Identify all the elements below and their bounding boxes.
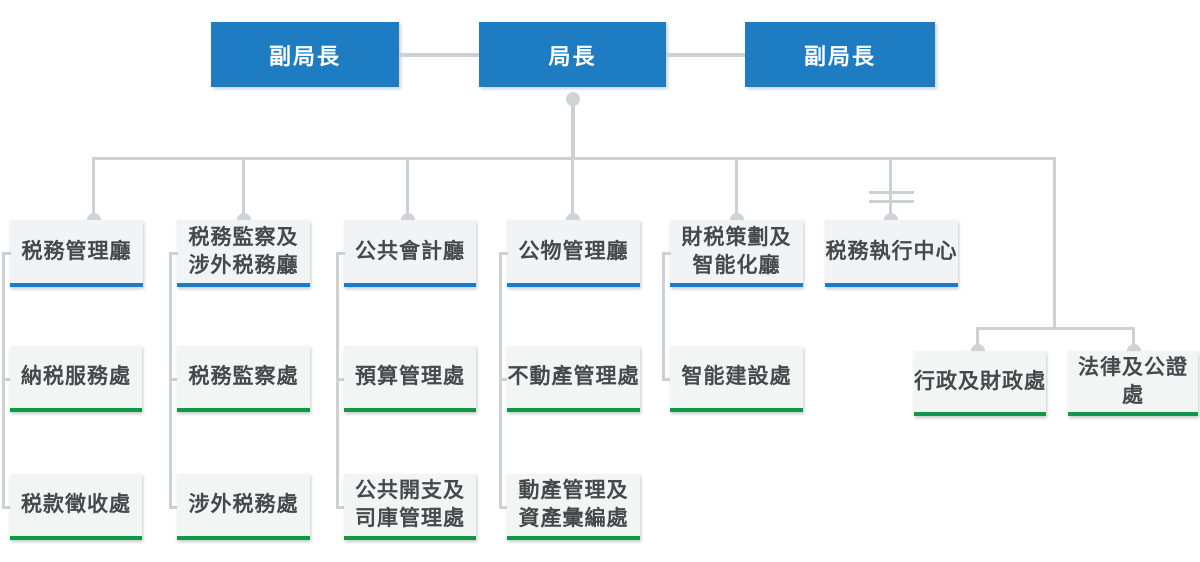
dept-box-tax-inspection-external: 税務監察及 涉外税務廳 (177, 220, 310, 287)
connector-line (666, 53, 745, 57)
dept-box-tax-administration: 税務管理廳 (10, 220, 143, 287)
connector-line (499, 506, 508, 509)
connector-line (662, 252, 671, 255)
connector-line (336, 252, 345, 255)
unit-box-legal-notary: 法律及公證處 (1068, 351, 1198, 416)
connector-line (735, 157, 738, 220)
connector-line (499, 252, 508, 255)
exec-box-deputy-director-left: 副局長 (211, 22, 399, 87)
connector-line (889, 157, 892, 220)
double-bar-symbol (869, 200, 914, 203)
dept-box-tax-enforcement-center: 税務執行中心 (825, 220, 958, 287)
connector-line (169, 378, 178, 381)
connector-line (399, 53, 479, 57)
connector-line (662, 252, 665, 381)
connector-line (1053, 157, 1056, 329)
connector-line (2, 378, 11, 381)
dept-box-public-property: 公物管理廳 (507, 220, 640, 287)
double-bar-symbol (869, 191, 914, 194)
unit-box-taxpayer-services: 納税服務處 (10, 346, 142, 412)
connector-line (94, 157, 1056, 160)
connector-line (169, 506, 178, 509)
connector-line (1132, 327, 1135, 351)
dept-box-fiscal-planning-intelligence: 財税策劃及 智能化廳 (670, 220, 803, 287)
connector-line (169, 252, 178, 255)
connector-line (976, 327, 1135, 330)
unit-box-tax-collection: 税款徵收處 (10, 474, 142, 540)
unit-box-tax-inspection: 税務監察處 (177, 346, 310, 412)
connector-line (336, 506, 345, 509)
unit-box-external-tax: 涉外税務處 (177, 474, 310, 540)
connector-dot (566, 92, 580, 106)
exec-box-deputy-director-right: 副局長 (745, 22, 935, 87)
unit-box-movable-assets-inventory: 動產管理及 資產彙編處 (507, 474, 640, 540)
exec-box-director: 局長 (479, 22, 666, 87)
unit-box-real-estate-management: 不動產管理處 (507, 346, 640, 412)
unit-box-budget-management: 預算管理處 (344, 346, 476, 412)
connector-line (662, 378, 671, 381)
connector-line (499, 378, 508, 381)
connector-line (976, 327, 979, 351)
connector-line (571, 157, 574, 220)
connector-line (406, 157, 409, 220)
dept-box-public-accounting: 公共會計廳 (344, 220, 476, 287)
unit-box-administration-finance: 行政及財政處 (914, 351, 1046, 416)
connector-line (336, 378, 345, 381)
connector-line (571, 98, 575, 157)
connector-line (2, 252, 11, 255)
connector-line (2, 506, 11, 509)
connector-line (242, 157, 245, 220)
unit-box-smart-construction: 智能建設處 (670, 346, 803, 412)
connector-line (92, 157, 95, 220)
unit-box-public-expenditure-treasury: 公共開支及 司庫管理處 (344, 474, 476, 540)
